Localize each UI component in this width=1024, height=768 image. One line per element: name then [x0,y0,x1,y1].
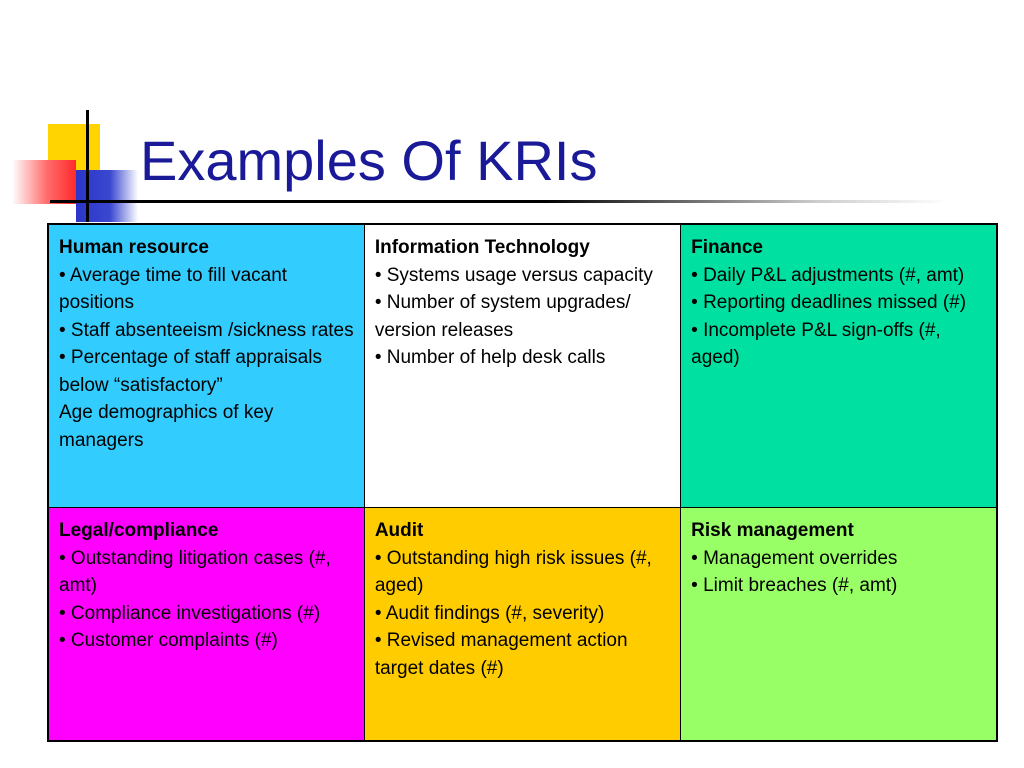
cell-item: • Outstanding litigation cases (#, amt) [59,547,331,597]
cell-item: • Average time to fill vacant positions [59,264,288,314]
cell-information-technology: Information Technology • Systems usage v… [363,223,682,508]
decor-vertical-line [86,110,89,222]
cell-item: • Number of help desk calls [374,347,606,368]
cell-item: • Audit findings (#, severity) [374,602,605,624]
kri-table-row: Legal/compliance • Outstanding litigatio… [47,507,998,742]
cell-item: • Reporting deadlines missed (#) [691,292,967,313]
cell-heading: Risk management [691,520,854,541]
cell-heading: Finance [691,237,763,258]
cell-heading: Audit [374,520,424,541]
cell-item: • Management overrides [691,547,898,569]
cell-heading: Information Technology [374,237,590,258]
kri-table: Human resource • Average time to fill va… [47,223,998,742]
slide-title: Examples Of KRIs [140,129,598,192]
cell-finance: Finance • Daily P&L adjustments (#, amt)… [680,223,998,508]
cell-item: • Percentage of staff appraisals below “… [59,347,322,396]
title-underline [50,200,950,203]
cell-item: • Compliance investigations (#) [59,602,321,624]
cell-legal-compliance: Legal/compliance • Outstanding litigatio… [47,507,365,742]
kri-table-row: Human resource • Average time to fill va… [47,223,998,508]
cell-item: Age demographics of key managers [59,402,274,451]
cell-item: • Staff absenteeism /sickness rates [59,319,354,341]
cell-item: • Limit breaches (#, amt) [691,575,898,596]
cell-human-resource: Human resource • Average time to fill va… [47,223,365,508]
cell-audit: Audit • Outstanding high risk issues (#,… [363,507,682,742]
cell-item: • Revised management action target dates… [374,630,628,679]
cell-heading: Legal/compliance [59,520,219,541]
cell-item: • Systems usage versus capacity [374,264,653,286]
cell-risk-management: Risk management • Management overrides •… [680,507,998,742]
cell-item: • Number of system upgrades/ version rel… [374,292,631,341]
cell-heading: Human resource [59,237,209,258]
cell-item: • Daily P&L adjustments (#, amt) [691,264,965,286]
decor-red-square [12,160,76,204]
cell-item: • Outstanding high risk issues (#, aged) [374,547,652,597]
cell-item: • Incomplete P&L sign-offs (#, aged) [691,319,941,369]
cell-item: • Customer complaints (#) [59,630,278,651]
